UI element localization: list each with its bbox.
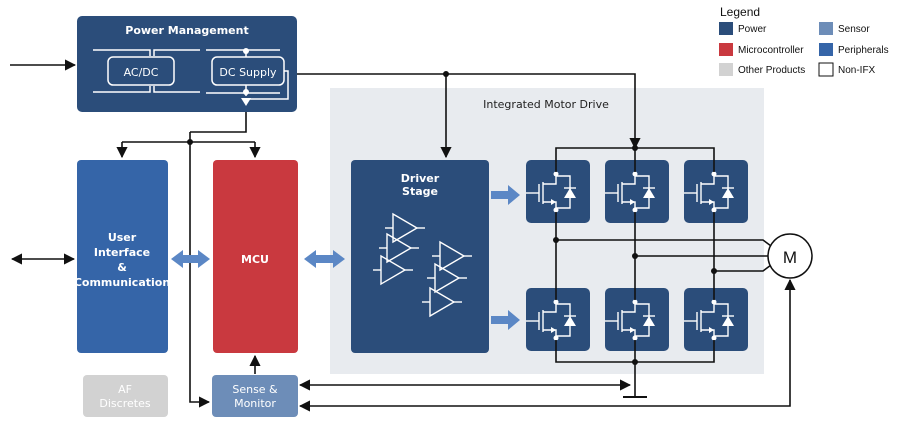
sense-label-line1: Sense & [232,383,278,396]
sense-label-line2: Monitor [234,397,276,410]
legend-swatch [719,63,733,76]
acdc-label: AC/DC [124,66,159,79]
legend-label: Sensor [838,24,870,35]
amplifier-icon [385,212,425,244]
integrated-motor-drive-title: Integrated Motor Drive [483,98,609,111]
ui-mcu-bidirectional-arrow [171,250,210,268]
supply-rail-to-bridge [297,73,641,150]
legend-label: Power [738,24,767,35]
driver-to-high-side-arrow [491,185,520,205]
acdc-converter: AC/DC [93,49,200,93]
legend-swatch [818,62,834,77]
motor-label: M [783,248,797,267]
legend-swatch [819,43,833,56]
legend-item: Peripherals [819,43,889,56]
phase-u-to-motor [556,239,772,247]
legend-label: Non-IFX [838,65,876,76]
user-interface-block[interactable]: User Interface & Communication [74,160,170,353]
legend-item: Power [719,22,767,35]
driver-to-low-side-arrow [491,310,520,330]
ui-label-line2: Interface [94,246,150,259]
legend-label: Other Products [738,65,805,76]
amplifier-icon [422,286,462,318]
mcu-label: MCU [241,253,269,266]
mosfet-switch [605,288,669,351]
legend-item: Non-IFX [818,62,876,77]
dc-supply: DC Supply [206,48,289,106]
power-management-title: Power Management [125,24,248,37]
ui-label-line3: & [117,261,127,274]
legend-swatch [719,22,733,35]
af-label-line1: AF [118,383,132,396]
phase-w-to-motor [714,264,772,272]
mosfet-switch [684,160,748,223]
gate-driver-symbols [373,212,472,318]
af-label-line2: Discretes [99,397,150,410]
sense-monitor-block[interactable]: Sense & Monitor [212,375,298,417]
mosfet-switch [526,160,590,223]
supply-to-sense [189,132,211,408]
legend-swatch [819,22,833,35]
af-discretes-block[interactable]: AF Discretes [83,375,168,417]
legend-item: Sensor [819,22,870,35]
legend-label: Microcontroller [738,45,804,56]
mosfet-switch [526,288,590,351]
legend-title: Legend [720,5,760,19]
legend-label: Peripherals [838,45,889,56]
mcu-block[interactable]: MCU [213,160,298,353]
motor[interactable]: M [767,233,813,279]
legend-swatch [719,43,733,56]
mosfet-switch [684,288,748,351]
supply-down-wire [190,112,247,133]
amplifier-icon [379,232,419,264]
mosfet-bridge [526,160,748,351]
driver-stage-block[interactable]: Driver Stage [351,160,489,353]
dc-supply-label: DC Supply [219,66,277,79]
legend-item: Microcontroller [719,43,804,56]
motor-position-feedback-wire [298,278,796,412]
power-management-block[interactable]: Power Management AC/DC DC Supply [77,16,297,112]
driver-label-line1: Driver [401,172,440,185]
amplifier-icon [373,254,413,286]
mcu-driver-bidirectional-arrow [304,250,345,268]
driver-label-line2: Stage [402,185,438,198]
ui-label-line4: Communication [74,276,170,289]
ui-label-line1: User [108,231,137,244]
amplifier-icon [427,262,467,294]
mosfet-switch [605,160,669,223]
legend-item: Other Products [719,63,805,76]
amplifier-icon [432,240,472,272]
junction-dot [632,359,638,365]
